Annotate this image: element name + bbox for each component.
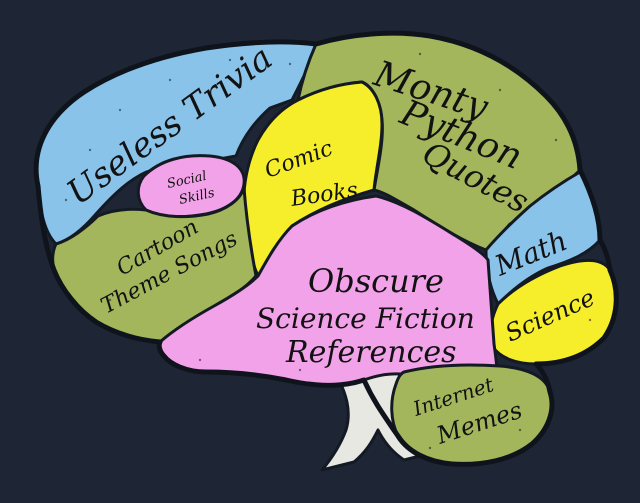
brain-outline bbox=[33, 30, 619, 467]
label-obscure-1: Obscure bbox=[308, 262, 444, 300]
label-social-skills-2: Skills bbox=[178, 186, 217, 208]
speckle-texture bbox=[64, 52, 592, 450]
label-obscure-3: References bbox=[285, 335, 457, 370]
label-obscure-2: Science Fiction bbox=[256, 302, 475, 335]
